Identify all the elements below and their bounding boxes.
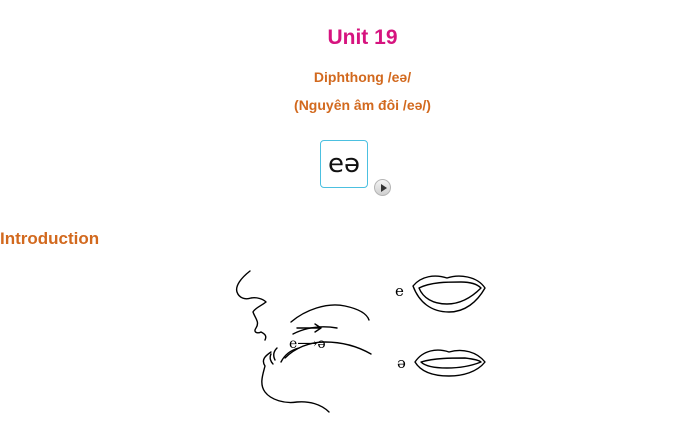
unit-title: Unit 19	[327, 26, 398, 49]
illustration-label-e: e	[395, 282, 404, 300]
lips-schwa-outer	[414, 349, 486, 377]
mouth-position-illustration: e ə e⟶ə	[235, 270, 486, 413]
illustration-label-schwa: ə	[397, 354, 406, 372]
upper-palate	[290, 304, 370, 323]
tongue-movement-label: e⟶ə	[289, 336, 326, 352]
play-audio-button[interactable]	[374, 179, 391, 196]
play-icon	[380, 183, 387, 192]
diphthong-heading-vietnamese: (Nguyên âm đôi /eə/)	[294, 97, 431, 113]
tongue	[284, 341, 372, 359]
face-profile-lower	[261, 351, 330, 413]
lips-e-outer	[412, 275, 486, 313]
face-profile-upper	[235, 270, 267, 341]
introduction-heading: Introduction	[0, 229, 100, 248]
movement-arrow	[296, 323, 322, 333]
phonetic-symbol-card: eə	[320, 140, 368, 188]
diphthong-heading: Diphthong /eə/	[313, 69, 412, 85]
